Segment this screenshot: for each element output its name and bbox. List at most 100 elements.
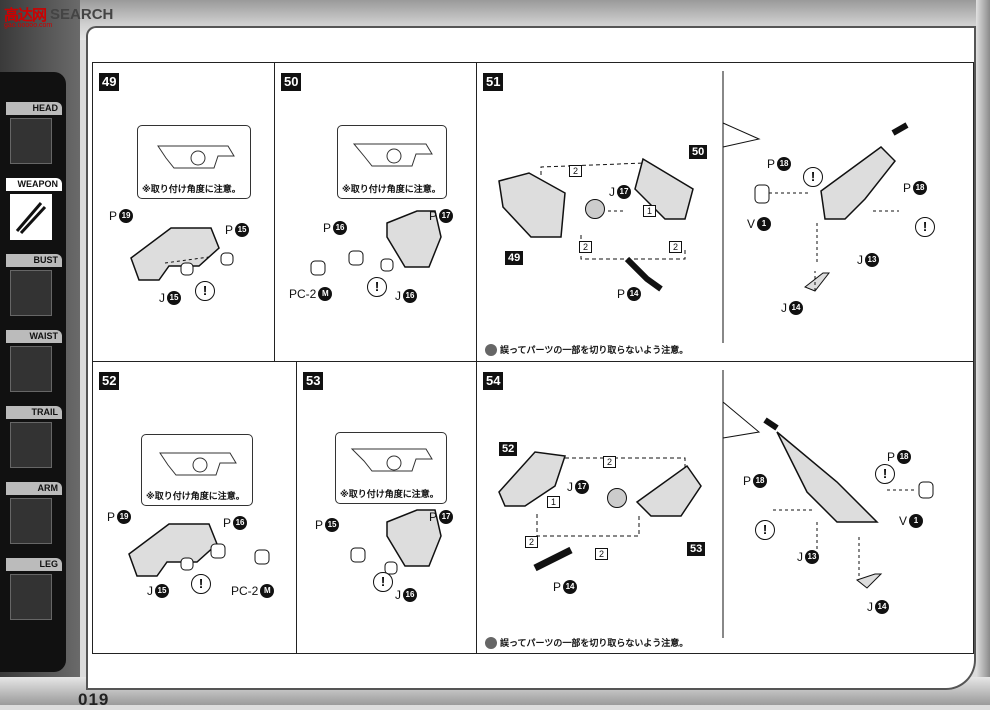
angle-note: 取り付け角度に注意。 [342,182,441,195]
scissors-icon [485,343,497,356]
subassembly-tag: 49 [505,251,524,265]
tab-weapon[interactable]: WEAPON [6,178,62,248]
cutting-warning: 誤ってパーツの一部を切り取らないよう注意。 [485,343,688,356]
bust-thumbnail-icon [10,270,52,316]
step-52-panel: 52 取り付け角度に注意。 P19 P16 J15 PC-2M ! [92,361,297,654]
tab-leg[interactable]: LEG [6,558,62,628]
tab-arm[interactable]: ARM [6,482,62,552]
cutting-warning: 誤ってパーツの一部を切り取らないよう注意。 [485,636,688,649]
caution-icon: ! [803,167,823,187]
subassembly-tag: 50 [689,145,708,159]
head-thumbnail-icon [10,118,52,164]
subassembly-tag: 53 [687,542,706,556]
step-number: 51 [483,73,504,91]
subassembly-tag: 52 [499,442,518,456]
caution-icon: ! [915,217,935,237]
step-number: 54 [483,372,504,390]
caution-icon: ! [875,464,895,484]
step-number: 50 [281,73,302,91]
part-sprue-icon [607,488,627,508]
step-number: 53 [303,372,324,390]
angle-note-callout: 取り付け角度に注意。 [335,432,447,504]
tab-waist-label: WAIST [6,330,62,343]
logo-mark: 高达网 [4,5,47,24]
page-number: 019 [78,690,110,709]
section-sidebar: HEAD WEAPON BUST WAIST TRAIL ARM LEG [0,72,66,672]
caution-icon: ! [191,574,211,594]
tab-arm-label: ARM [6,482,62,495]
angle-note: 取り付け角度に注意。 [142,182,241,195]
angle-note: 取り付け角度に注意。 [146,489,245,502]
tab-trail-label: TRAIL [6,406,62,419]
step-53-panel: 53 取り付け角度に注意。 P15 P17 J16 ! [296,361,477,654]
step-49-panel: 49 取り付け角度に注意。 P19 P15 J15 ! [92,62,275,362]
waist-thumbnail-icon [10,346,52,392]
caution-icon: ! [373,572,393,592]
step-arrow-label: 2 [603,456,617,468]
caution-icon: ! [195,281,215,301]
step-arrow-label: 2 [595,548,609,560]
trail-thumbnail-icon [10,422,52,468]
part-sprue-icon [585,199,605,219]
tab-bust[interactable]: BUST [6,254,62,324]
leg-thumbnail-icon [10,574,52,620]
tab-leg-label: LEG [6,558,62,571]
tab-head[interactable]: HEAD [6,102,62,172]
step-arrow-label: 1 [547,496,561,508]
caution-icon: ! [367,277,387,297]
logo-word: SEARCH [50,5,114,23]
tab-trail[interactable]: TRAIL [6,406,62,476]
step-number: 49 [99,73,120,91]
site-logo[interactable]: 高达网 SEARCH gao.ooooo.com [4,4,114,30]
step-arrow-label: 2 [669,241,683,253]
weapon-thumbnail-icon [10,194,52,240]
angle-note: 取り付け角度に注意。 [340,487,439,500]
tab-waist[interactable]: WAIST [6,330,62,400]
step-arrow-label: 2 [525,536,539,548]
angle-note-callout: 取り付け角度に注意。 [137,125,251,199]
step-number: 52 [99,372,120,390]
tab-weapon-label: WEAPON [6,178,62,191]
step-arrow-label: 2 [569,165,583,177]
step-arrow-label: 2 [579,241,593,253]
logo-sub: gao.ooooo.com [4,22,53,29]
frame-right [976,0,990,705]
scissors-icon [485,636,497,649]
angle-note-callout: 取り付け角度に注意。 [141,434,253,506]
tab-head-label: HEAD [6,102,62,115]
step-50-panel: 50 取り付け角度に注意。 P16 P17 PC-2M J16 ! [274,62,477,362]
tab-bust-label: BUST [6,254,62,267]
angle-note-callout: 取り付け角度に注意。 [337,125,447,199]
arm-thumbnail-icon [10,498,52,544]
